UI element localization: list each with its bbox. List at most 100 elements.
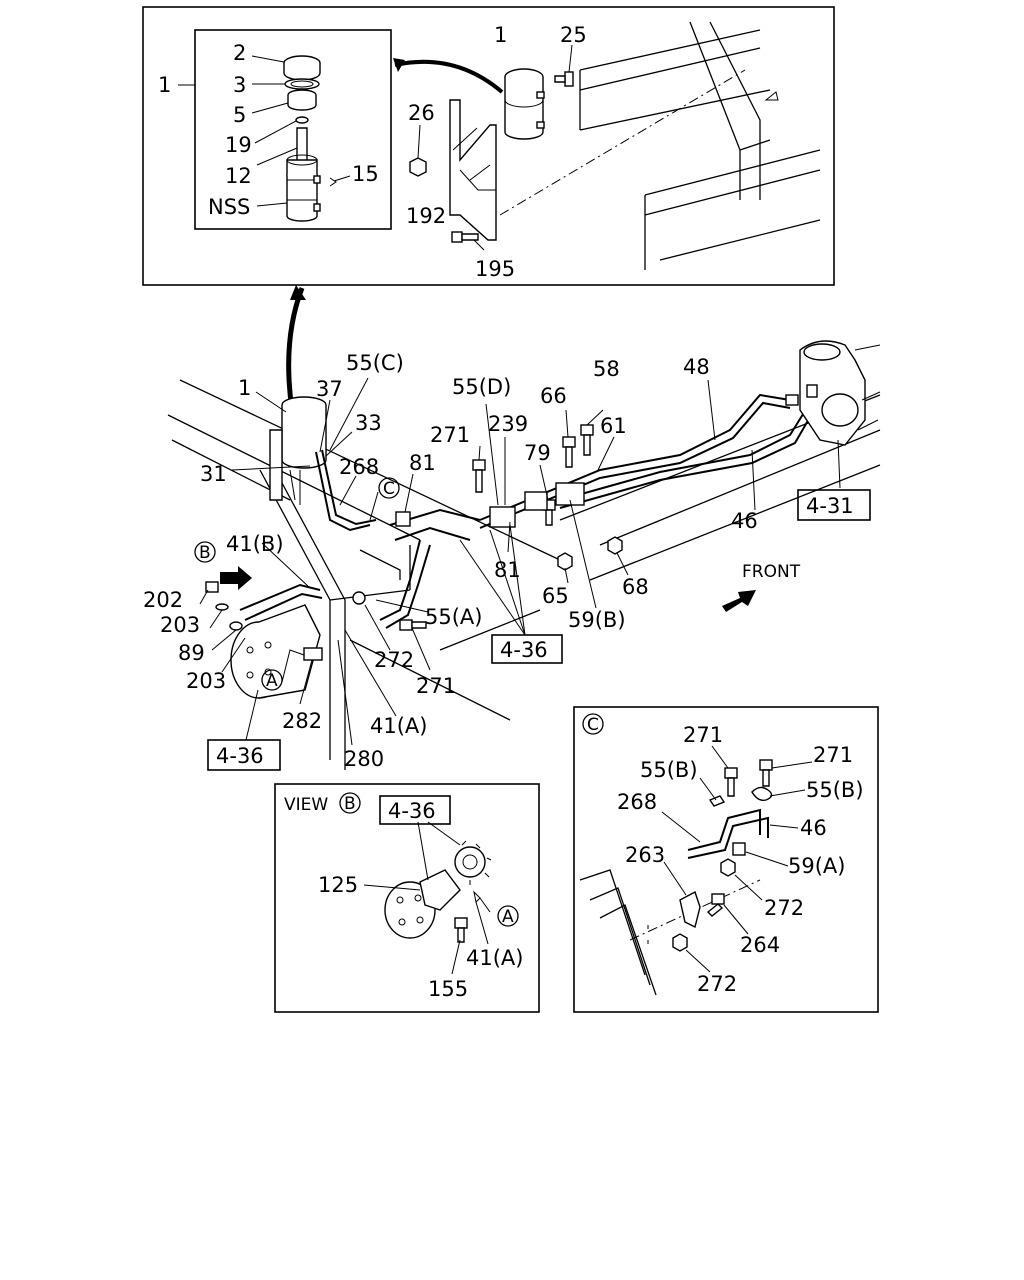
label-19: 19 [225, 133, 252, 157]
ref-4-36-center: 4-36 [500, 638, 548, 662]
callout-b-circle [194, 541, 216, 563]
top-inset: 1 2 3 5 19 12 15 NSS [142, 6, 835, 286]
main-fasteners [205, 424, 623, 631]
view-b-inset: VIEW B 4-36 125 A 41(A) 155 [274, 783, 540, 1013]
bracket-192 [449, 99, 497, 241]
view-b-leaders [363, 821, 491, 975]
label-37: 37 [316, 377, 343, 401]
label-68: 68 [622, 575, 649, 599]
label-main-1: 1 [238, 376, 251, 400]
front-label: FRONT [742, 562, 801, 582]
label-55c: 55(C) [346, 351, 404, 375]
label-81-top: 81 [409, 451, 436, 475]
arrow-head [393, 58, 405, 72]
label-203-bottom: 203 [186, 669, 226, 693]
ref-4-36-left: 4-36 [216, 744, 264, 768]
main-leaders [199, 377, 841, 746]
reservoir-assembled [504, 68, 545, 140]
view-c-circle [582, 713, 604, 735]
label-12: 12 [225, 164, 252, 188]
label-55a: 55(A) [425, 605, 482, 629]
ref-4-31: 4-31 [806, 494, 854, 518]
label-2: 2 [233, 41, 246, 65]
view-c-label-55b-right: 55(B) [806, 778, 864, 802]
reservoir-callout-arrow [286, 287, 305, 411]
label-46: 46 [731, 509, 758, 533]
reservoir-exploded-parts [283, 55, 337, 222]
reservoir-callout-head [290, 285, 306, 300]
callout-c-text: C [383, 479, 395, 499]
label-280: 280 [344, 747, 384, 771]
label-25: 25 [560, 23, 587, 47]
view-b-label-125: 125 [318, 873, 358, 897]
label-271-top: 271 [430, 423, 470, 447]
label-282: 282 [282, 709, 322, 733]
view-c-label-272-bottom: 272 [697, 972, 737, 996]
label-1: 1 [158, 73, 171, 97]
view-c-label-55b-left: 55(B) [640, 758, 698, 782]
callout-arrow [394, 59, 504, 94]
label-203-top: 203 [160, 613, 200, 637]
view-b-a-marker: A [502, 907, 514, 927]
label-5: 5 [233, 103, 246, 127]
main-reservoir [269, 396, 327, 505]
view-b-marker: B [344, 794, 356, 814]
view-c-marker: C [587, 715, 599, 735]
label-nss: NSS [208, 195, 250, 219]
main-view: C B A 1 37 55(C) 33 31 268 81 271 55(D) … [143, 340, 881, 771]
view-b-label-41a: 41(A) [466, 946, 523, 970]
label-33: 33 [355, 411, 382, 435]
ref-box-4-36-center [491, 634, 563, 664]
view-c-label-264: 264 [740, 933, 780, 957]
label-271-bottom: 271 [416, 674, 456, 698]
ref-box-4-31 [797, 489, 871, 521]
steering-gear [785, 340, 881, 446]
view-c-label-46: 46 [800, 816, 827, 840]
view-b-ref: 4-36 [388, 799, 436, 823]
reservoir-exploded-frame [194, 29, 392, 230]
view-c-label-272-right: 272 [764, 896, 804, 920]
view-c-frame [573, 706, 879, 1013]
view-c-label-271-left: 271 [683, 723, 723, 747]
front-arrow [722, 590, 756, 612]
label-81-bottom: 81 [494, 558, 521, 582]
bolt-195 [451, 231, 485, 251]
ref-box-4-36-left [207, 739, 281, 771]
callout-a-circle [261, 669, 283, 691]
label-66: 66 [540, 384, 567, 408]
label-65: 65 [542, 584, 569, 608]
view-b-circle [339, 792, 361, 814]
label-79: 79 [524, 441, 551, 465]
callout-c-circle [378, 477, 400, 499]
view-c-inset: C 271 271 55(B) 55(B) 268 46 263 59(A) 2… [573, 706, 879, 1013]
view-b-label-155: 155 [428, 977, 468, 1001]
label-26: 26 [408, 101, 435, 125]
label-239: 239 [488, 412, 528, 436]
callout-b-text: B [199, 543, 211, 563]
view-c-label-59a: 59(A) [788, 854, 845, 878]
label-202: 202 [143, 588, 183, 612]
label-41a: 41(A) [370, 714, 427, 738]
label-58: 58 [593, 357, 620, 381]
view-c-label-263: 263 [625, 843, 665, 867]
view-c-frame-lines [579, 869, 761, 996]
view-b-direction-arrow [220, 566, 252, 590]
label-89: 89 [178, 641, 205, 665]
view-b-frame [274, 783, 540, 1013]
label-1-assembled: 1 [494, 23, 507, 47]
label-268: 268 [339, 455, 379, 479]
view-b-title: VIEW [284, 795, 328, 815]
callout-a-text: A [266, 671, 278, 691]
label-192: 192 [406, 204, 446, 228]
label-15: 15 [352, 162, 379, 186]
view-c-leaders [661, 745, 813, 973]
view-c-label-268: 268 [617, 790, 657, 814]
view-c-parts [672, 759, 773, 952]
label-48: 48 [683, 355, 710, 379]
view-b-a-circle [497, 905, 519, 927]
frame-rail-top [499, 21, 821, 270]
label-59b: 59(B) [568, 608, 626, 632]
view-c-label-271-right: 271 [813, 743, 853, 767]
label-31: 31 [200, 462, 227, 486]
